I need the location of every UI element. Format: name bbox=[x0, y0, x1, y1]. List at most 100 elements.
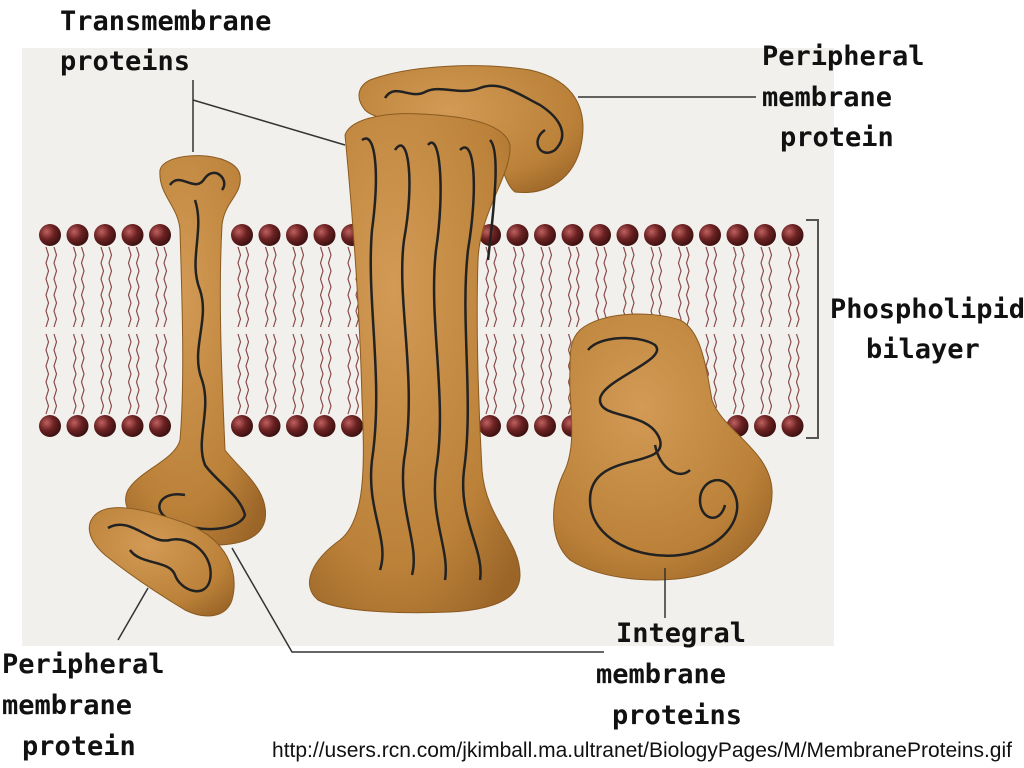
label-integral-line2: membrane bbox=[596, 659, 726, 690]
lipid-tail bbox=[135, 246, 140, 328]
lipid-tail bbox=[155, 246, 160, 328]
lipid-tail bbox=[548, 333, 553, 415]
lipid-tail bbox=[520, 246, 525, 328]
lipid-head bbox=[616, 224, 639, 246]
lipid-head bbox=[589, 224, 611, 246]
lipid-tail bbox=[768, 333, 773, 415]
lipid-head bbox=[644, 224, 666, 246]
lipid-tail bbox=[292, 333, 297, 415]
lipid-tail bbox=[540, 333, 545, 415]
lipid-head bbox=[286, 415, 308, 437]
lipid-tail bbox=[80, 333, 85, 415]
label-peripheral-bottom-line2: membrane bbox=[2, 690, 132, 721]
lipid-head bbox=[149, 224, 171, 246]
lipid-tail bbox=[705, 246, 710, 328]
lipid-tail bbox=[272, 333, 277, 415]
lipid-tail bbox=[80, 246, 85, 328]
lipid-head bbox=[39, 224, 61, 246]
lipid-tail bbox=[575, 246, 580, 328]
lipid-head bbox=[258, 224, 281, 246]
lipid-head bbox=[671, 224, 694, 246]
lipid-tail bbox=[795, 333, 800, 415]
lipid-head bbox=[534, 224, 556, 246]
label-peripheral-top-line2: membrane bbox=[762, 82, 892, 113]
lipid-head bbox=[94, 224, 116, 246]
leader-lines bbox=[117, 80, 756, 653]
integral-protein-right bbox=[553, 313, 773, 581]
lipid-tail bbox=[740, 246, 745, 328]
lipid-tail bbox=[760, 333, 765, 415]
leader-integral-thin bbox=[231, 547, 604, 653]
lipid-tail bbox=[292, 246, 297, 328]
lipid-head bbox=[258, 415, 281, 437]
lipid-tail bbox=[347, 333, 352, 415]
lipid-tail bbox=[768, 246, 773, 328]
lipid-tail bbox=[327, 246, 332, 328]
transmembrane-protein-large bbox=[309, 113, 521, 614]
lipid-tail bbox=[45, 333, 50, 415]
source-url: http://users.rcn.com/jkimball.ma.ultrane… bbox=[272, 739, 1012, 762]
lipid-tail bbox=[45, 246, 50, 328]
lipid-head bbox=[561, 224, 584, 246]
lipid-head bbox=[781, 415, 804, 437]
lipid-tail bbox=[272, 246, 277, 328]
lipid-tail bbox=[108, 333, 113, 415]
lipid-tail bbox=[264, 333, 269, 415]
lipid-tail bbox=[713, 246, 718, 328]
lipid-tail bbox=[520, 333, 525, 415]
lipid-head bbox=[754, 224, 776, 246]
lipid-tail bbox=[127, 333, 132, 415]
lipid-tail bbox=[485, 333, 490, 415]
label-bilayer-line2: bilayer bbox=[866, 334, 980, 365]
label-peripheral-top-line1: Peripheral bbox=[762, 41, 925, 72]
label-peripheral-bottom: Peripheral membrane protein bbox=[2, 649, 181, 762]
lipid-tail bbox=[355, 333, 360, 415]
lipid-tail bbox=[100, 246, 105, 328]
label-integral-line3: proteins bbox=[612, 700, 742, 731]
lipid-head bbox=[121, 415, 144, 437]
lipid-head bbox=[479, 415, 501, 437]
bilayer-bracket bbox=[806, 219, 819, 439]
lipid-tail bbox=[595, 246, 600, 328]
lipid-head bbox=[39, 415, 61, 437]
lipid-tail bbox=[327, 333, 332, 415]
lipid-tail bbox=[658, 246, 663, 328]
lipid-tail bbox=[127, 246, 132, 328]
label-peripheral-top: Peripheral membrane protein bbox=[762, 41, 941, 153]
lipid-tail bbox=[685, 246, 690, 328]
lipid-tail bbox=[245, 333, 250, 415]
lipid-head bbox=[94, 415, 116, 437]
lipid-tail bbox=[713, 333, 718, 415]
lipid-head bbox=[66, 224, 89, 246]
lipid-head bbox=[726, 224, 749, 246]
label-peripheral-bottom-line1: Peripheral bbox=[2, 649, 165, 680]
lipid-tail bbox=[677, 246, 682, 328]
lipid-tail bbox=[760, 246, 765, 328]
lipid-tail bbox=[622, 246, 627, 328]
lipid-tail bbox=[300, 246, 305, 328]
lipid-head bbox=[341, 415, 363, 437]
leader-peripheral-bottom bbox=[117, 587, 149, 641]
lipid-tail bbox=[732, 333, 737, 415]
lipid-head bbox=[699, 224, 721, 246]
lipid-head bbox=[534, 415, 556, 437]
lipid-head bbox=[149, 415, 171, 437]
lipid-tail bbox=[163, 246, 168, 328]
lipid-tail bbox=[53, 246, 58, 328]
lipid-tail bbox=[567, 246, 572, 328]
lipid-tail bbox=[237, 246, 242, 328]
lipid-tail bbox=[72, 333, 77, 415]
lipid-tail bbox=[540, 246, 545, 328]
leader-transmembrane-large bbox=[192, 99, 346, 146]
label-transmembrane-line1: Transmembrane bbox=[60, 6, 271, 37]
lipid-tail bbox=[650, 246, 655, 328]
lipid-tail bbox=[237, 333, 242, 415]
lipid-tail bbox=[72, 246, 77, 328]
lipid-head bbox=[286, 224, 308, 246]
lipid-head bbox=[506, 415, 529, 437]
lipid-tail bbox=[319, 246, 324, 328]
lipid-tail bbox=[493, 333, 498, 415]
lipid-head bbox=[313, 224, 336, 246]
lipid-tail bbox=[108, 246, 113, 328]
